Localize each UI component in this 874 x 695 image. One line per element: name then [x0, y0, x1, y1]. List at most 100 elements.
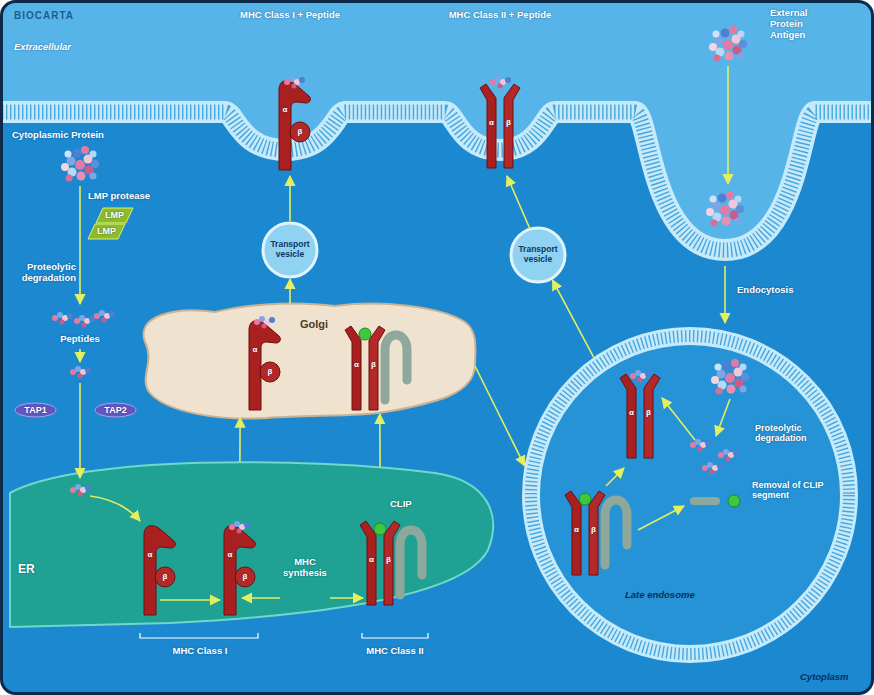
- label-holder: MHC Class II + Peptide: [430, 10, 570, 21]
- endosome-lumen: [531, 336, 849, 654]
- peptide: [254, 316, 275, 329]
- mhc-class-1: [144, 526, 175, 615]
- mhc-class-1: [279, 81, 310, 170]
- clip-fragment: [728, 495, 740, 507]
- label-holder: α: [570, 524, 584, 536]
- mhc-class-2: [620, 374, 660, 458]
- label-holder: α: [143, 549, 157, 561]
- label-holder: β: [293, 126, 307, 138]
- label-text: Proteolytic degradation: [12, 262, 76, 284]
- label-text: LMP protease: [88, 191, 150, 202]
- bracket: [362, 633, 428, 638]
- label-holder: β: [263, 366, 277, 378]
- label-holder: α: [350, 359, 364, 371]
- endosome-lipids: [531, 336, 849, 654]
- connector: [239, 418, 241, 462]
- chain-letter: α: [365, 554, 379, 566]
- label-text: Peptides: [50, 334, 110, 345]
- node-text: LMP: [97, 226, 116, 236]
- node-text: TAP1: [24, 405, 46, 415]
- label-holder: α: [625, 407, 639, 419]
- mhc-class-1: [224, 526, 255, 615]
- peptide: [718, 449, 739, 462]
- protease-tag: LMP: [96, 208, 133, 223]
- label-text: Cytoplasmic Protein: [12, 130, 104, 141]
- label-holder: β: [367, 359, 381, 371]
- flow-arrow: [79, 349, 81, 362]
- peptide: [702, 462, 723, 475]
- node-text: Transport vesicle: [267, 240, 313, 260]
- node-text: ER: [18, 563, 35, 577]
- label-holder: MHC Class I + Peptide: [220, 10, 360, 21]
- tag-outline: [88, 224, 125, 239]
- text-holder: ER: [18, 563, 35, 577]
- protease-tag: LMP: [88, 224, 125, 239]
- flow-arrow: [724, 266, 726, 323]
- label-holder: α: [223, 549, 237, 561]
- invariant-chain: [374, 523, 422, 595]
- label-holder: α: [278, 104, 292, 116]
- connector: [379, 414, 381, 467]
- mhc-class-1: [249, 321, 280, 410]
- chain-letter: β: [502, 117, 516, 129]
- peptide: [690, 439, 711, 452]
- chain-letter: β: [382, 554, 396, 566]
- label-holder: MHC synthesis: [275, 557, 335, 579]
- chain-letter: β: [367, 359, 381, 371]
- peptide: [490, 76, 511, 89]
- label-holder: β: [158, 571, 172, 583]
- label-text: Cytoplasm: [800, 672, 849, 683]
- label-holder: Peptides: [50, 334, 110, 345]
- chain-letter: α: [625, 407, 639, 419]
- label-holder: Cytoplasm: [800, 672, 849, 683]
- transporter-oval: TAP2: [94, 402, 137, 418]
- transporter-oval: TAP1: [14, 402, 57, 418]
- flow-arrow: [79, 186, 81, 304]
- label-text: Extracellular: [14, 42, 71, 53]
- protein-antigen: [709, 26, 747, 62]
- label-holder: β: [587, 524, 601, 536]
- label-holder: α: [248, 344, 262, 356]
- protein-antigen: [706, 191, 744, 227]
- flow-arrow: [606, 468, 624, 486]
- label-holder: α: [365, 554, 379, 566]
- protein-antigen: [711, 359, 749, 395]
- label-holder: Removal of CLIP segment: [752, 480, 832, 501]
- label-holder: LMP protease: [88, 191, 150, 202]
- text-holder: Golgi: [300, 318, 328, 331]
- golgi-body: Golgi: [135, 300, 475, 420]
- flow-arrow: [90, 496, 140, 521]
- label-holder: Extracellular: [14, 42, 71, 53]
- label-holder: External Protein Antigen: [770, 8, 832, 41]
- connector: [475, 366, 525, 466]
- invariant-chain: [579, 493, 627, 565]
- label-holder: Cytoplasmic Protein: [12, 130, 104, 141]
- chain-letter: α: [248, 344, 262, 356]
- flow-arrow: [507, 176, 530, 229]
- label-text: MHC Class II: [345, 646, 445, 657]
- chain-letter: β: [293, 126, 307, 138]
- invariant-chain: [359, 328, 407, 400]
- peptide: [94, 310, 115, 323]
- text-holder: Late endosome: [625, 590, 695, 601]
- flow-arrow: [242, 597, 280, 599]
- transport-vesicle: Transport vesicle: [509, 226, 567, 284]
- label-text: MHC Class I + Peptide: [220, 10, 360, 21]
- peptide: [229, 521, 250, 534]
- golgi-outline: [143, 304, 475, 419]
- tag-outline: [96, 208, 133, 223]
- flow-arrow: [289, 176, 291, 221]
- node-text: LMP: [105, 210, 124, 220]
- label-holder: β: [642, 407, 656, 419]
- connector: [553, 280, 594, 357]
- chain-letter: α: [485, 117, 499, 129]
- label-holder: MHC Class II: [345, 646, 445, 657]
- peptide: [284, 76, 305, 89]
- label-text: BIOCARTA: [14, 10, 74, 22]
- extracellular-ground: [2, 2, 872, 250]
- peptide: [52, 312, 73, 325]
